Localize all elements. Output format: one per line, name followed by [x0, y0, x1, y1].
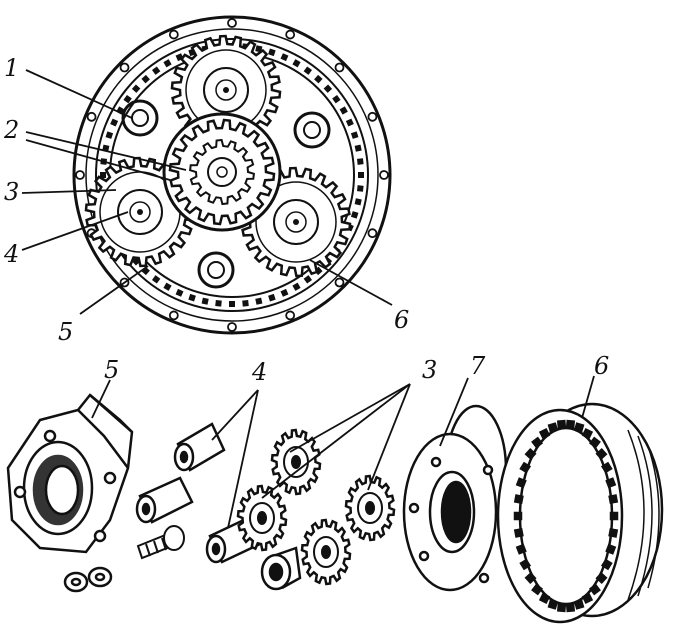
label-axle-4: 4	[3, 240, 19, 268]
carrier-pin-bottom	[197, 251, 235, 289]
bottom-leaders	[91, 375, 595, 529]
bolt	[136, 525, 185, 560]
label-flange-7: 7	[470, 352, 486, 380]
label-planet-gears-3: 3	[422, 356, 437, 384]
axle-upper	[173, 422, 226, 472]
top-leaders	[21, 69, 393, 315]
carrier-pin-right	[293, 111, 331, 149]
flange-inner-rim	[85, 28, 379, 322]
washers	[63, 566, 113, 593]
ring-gear-exploded	[496, 402, 664, 624]
label-sun-gear-1: 1	[4, 54, 19, 82]
axle-middle	[135, 476, 194, 524]
assembled-gearbox-view: 1 2 3 4 5 6	[3, 15, 409, 346]
exploded-planet-gears	[236, 428, 396, 586]
exploded-parts-view: 5 4 3 7 6	[6, 352, 664, 624]
label-carrier-5: 5	[58, 318, 73, 346]
label-ring-gear-6: 6	[594, 352, 609, 380]
label-carrier-plate-5: 5	[104, 356, 119, 384]
label-sun-gear-2: 2	[3, 116, 19, 144]
carrier-pin-upper-left	[121, 99, 159, 137]
outer-flange	[72, 15, 392, 335]
flange-disc	[402, 404, 508, 592]
sun-gear	[162, 112, 282, 232]
label-planet-3: 3	[4, 178, 19, 206]
label-axles-4: 4	[251, 358, 267, 386]
ring-gear-outer	[95, 38, 369, 312]
carrier-plate	[6, 393, 134, 554]
label-ring-6: 6	[394, 306, 409, 334]
small-sun-spline	[260, 546, 302, 591]
